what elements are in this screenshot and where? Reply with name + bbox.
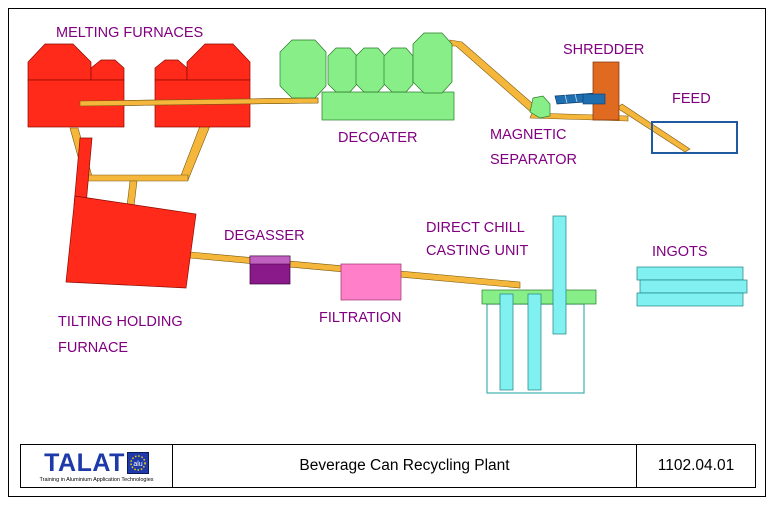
conveyor-right-leg <box>179 125 211 181</box>
talat-logo: TALAT alu Training in Aluminium Applicat… <box>21 445 173 487</box>
conveyor-shredder-feed <box>616 103 691 153</box>
label-direct-chill: DIRECT CHILL <box>426 220 525 236</box>
ingot-middle <box>639 279 748 294</box>
degasser-lid <box>249 255 291 265</box>
decoater-base <box>321 91 455 121</box>
feed-box <box>651 121 738 154</box>
label-furnace: FURNACE <box>58 340 129 356</box>
melting-furnaces <box>27 43 251 128</box>
slide-frame <box>8 8 766 497</box>
decoater-drum-4 <box>383 47 414 93</box>
melting-furnace-left-small <box>90 59 125 81</box>
filtration-box <box>340 263 402 301</box>
conveyor-cross <box>83 174 189 182</box>
logo-subtitle: Training in Aluminium Application Techno… <box>39 476 154 483</box>
label-filtration: FILTRATION <box>319 310 402 326</box>
conveyor-over-furnaces <box>79 97 319 107</box>
shredder <box>582 61 620 121</box>
casting-ram <box>552 215 567 335</box>
casting-ingot-2 <box>527 293 542 391</box>
ingot-top <box>636 266 744 281</box>
decoater-drum-3 <box>355 47 386 93</box>
magnet-body <box>529 95 551 119</box>
label-ingots: INGOTS <box>652 244 708 260</box>
label-casting-unit: CASTING UNIT <box>426 243 529 259</box>
label-tilting-holding: TILTING HOLDING <box>58 314 183 330</box>
shredder-ribs <box>582 93 606 105</box>
footer-title: Beverage Can Recycling Plant <box>173 445 637 487</box>
casting-unit <box>481 215 597 394</box>
label-melting-furnaces: MELTING FURNACES <box>56 25 204 41</box>
label-feed: FEED <box>672 91 711 107</box>
ingot-bottom <box>636 292 744 307</box>
svg-text:alu: alu <box>133 461 142 468</box>
label-decoater: DECOATER <box>338 130 418 146</box>
holding-furnace-body <box>65 195 197 289</box>
ingots-stack <box>636 266 748 307</box>
conveyor-stem <box>126 180 138 207</box>
tilting-holding-furnace <box>65 137 197 289</box>
decoater-drum-1 <box>279 39 327 99</box>
label-magnetic: MAGNETIC <box>490 127 567 143</box>
melting-furnace-right-small <box>154 59 188 81</box>
degasser-unit <box>249 255 291 285</box>
footer-bar: TALAT alu Training in Aluminium Applicat… <box>20 444 756 488</box>
casting-ingot-1 <box>499 293 514 391</box>
melting-furnace-right <box>186 43 251 81</box>
logo-wordmark: TALAT <box>44 448 125 477</box>
decoater-drum-2 <box>327 47 358 93</box>
label-separator: SEPARATOR <box>490 152 578 168</box>
decoater <box>279 32 455 121</box>
label-shredder: SHREDDER <box>563 42 645 58</box>
alu-badge-icon: alu <box>126 451 149 474</box>
shredder-body <box>592 61 620 121</box>
footer-code: 1102.04.01 <box>657 457 735 474</box>
decoater-drum-5 <box>412 32 453 94</box>
melting-furnace-left <box>27 43 92 81</box>
conveyor-decoater-magnetic <box>449 39 541 114</box>
label-degasser: DEGASSER <box>224 228 305 244</box>
